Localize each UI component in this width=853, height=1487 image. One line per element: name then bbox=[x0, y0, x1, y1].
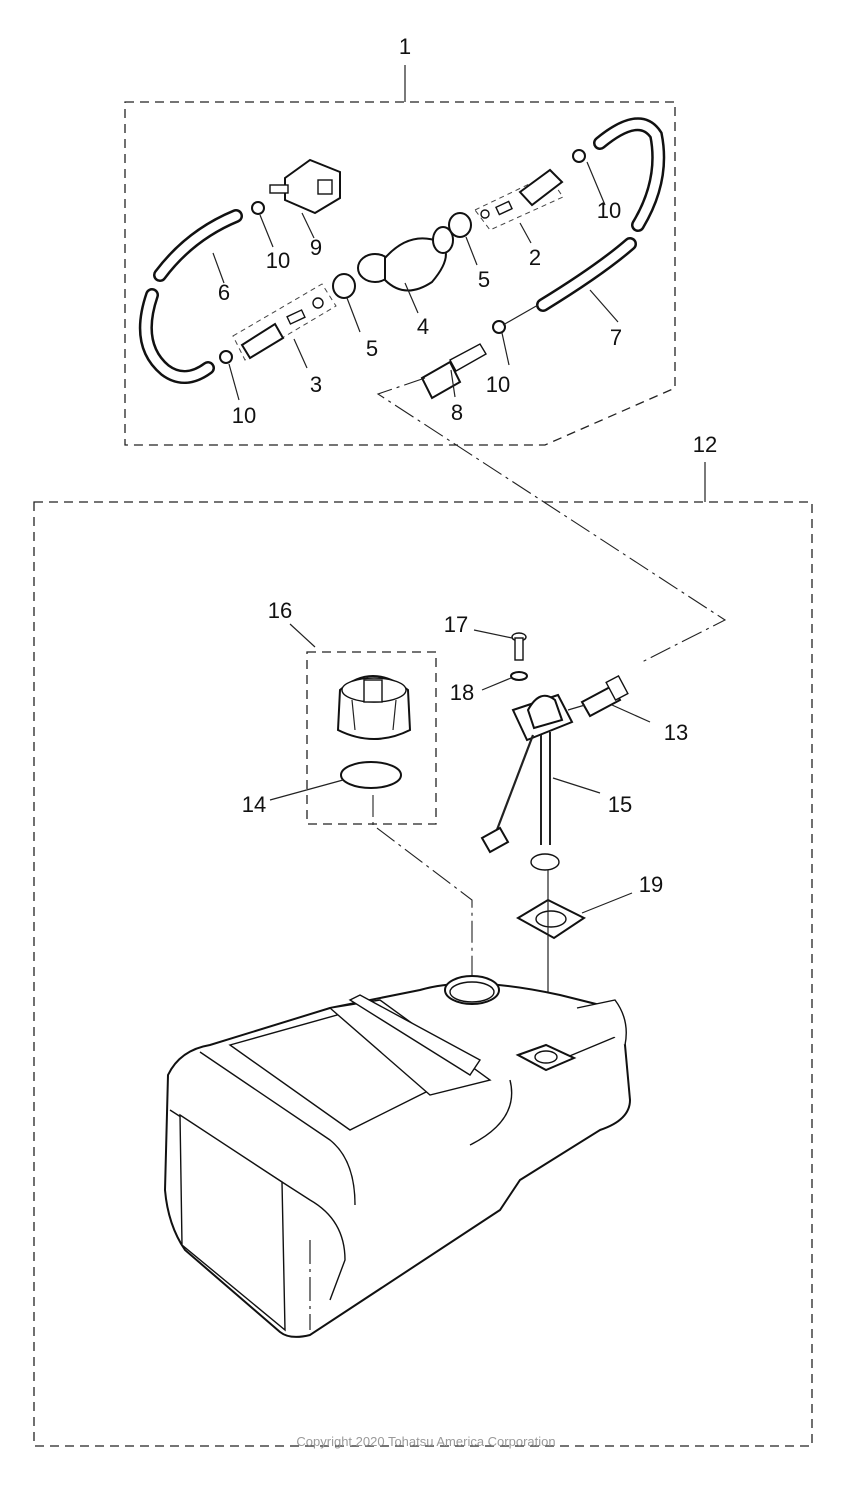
callout-5b: 5 bbox=[478, 267, 490, 292]
callout-10a: 10 bbox=[266, 248, 290, 273]
leader-17 bbox=[473, 629, 513, 639]
clamp-5b bbox=[448, 212, 472, 238]
fuel-connector-8 bbox=[420, 343, 487, 400]
connector-set-3 bbox=[232, 283, 337, 361]
callout-10b: 10 bbox=[597, 198, 621, 223]
callout-4: 4 bbox=[417, 314, 429, 339]
callout-18: 18 bbox=[450, 680, 474, 705]
leader-4 bbox=[404, 282, 419, 314]
callout-12: 12 bbox=[693, 432, 717, 457]
leader-10d bbox=[501, 332, 510, 366]
callout-5a: 5 bbox=[366, 336, 378, 361]
callout-8: 8 bbox=[451, 400, 463, 425]
gasket-19 bbox=[516, 898, 586, 940]
fuel-tank bbox=[163, 975, 632, 1338]
connector-set-2 bbox=[474, 168, 564, 231]
callout-1: 1 bbox=[399, 34, 411, 59]
callout-10c: 10 bbox=[232, 403, 256, 428]
fuel-tank-assembly-group: 12 16 14 17 18 bbox=[33, 432, 813, 1449]
leader-5b bbox=[465, 236, 478, 266]
fuel-connector-9 bbox=[269, 158, 341, 215]
leader-6 bbox=[212, 252, 225, 284]
clip-10a bbox=[251, 201, 265, 215]
callout-13: 13 bbox=[664, 720, 688, 745]
cap-alignment-line bbox=[372, 795, 473, 1000]
o-ring-14 bbox=[340, 761, 402, 789]
connection-line-8-to-13 bbox=[376, 377, 727, 664]
callout-14: 14 bbox=[242, 792, 266, 817]
callout-9: 9 bbox=[310, 235, 322, 260]
primer-bulb-4 bbox=[357, 226, 454, 292]
leader-10b bbox=[586, 161, 606, 206]
copyright-notice: Copyright 2020 Tohatsu America Corporati… bbox=[296, 1434, 555, 1449]
callout-17: 17 bbox=[444, 612, 468, 637]
fuel-line-assembly-group: 1 6 9 10 10 2 5 4 5 3 10 8 10 7 bbox=[124, 34, 676, 446]
tank-nipple-13 bbox=[580, 674, 629, 718]
callout-15: 15 bbox=[608, 792, 632, 817]
leader-10c bbox=[228, 363, 240, 401]
washer-18 bbox=[510, 671, 528, 681]
fuel-hose-6 bbox=[138, 209, 243, 384]
callout-6: 6 bbox=[218, 280, 230, 305]
callout-2: 2 bbox=[529, 245, 541, 270]
callout-3: 3 bbox=[310, 372, 322, 397]
fuel-hose-7 bbox=[536, 117, 666, 312]
leader-19 bbox=[581, 892, 633, 914]
leader-10a bbox=[259, 214, 274, 248]
cap-set-16-boundary bbox=[306, 651, 437, 825]
callout-19: 19 bbox=[639, 872, 663, 897]
leader-7 bbox=[589, 289, 619, 323]
callout-10d: 10 bbox=[486, 372, 510, 397]
tank-cap bbox=[336, 675, 412, 740]
fuel-gauge-15 bbox=[480, 693, 574, 871]
clip-10b bbox=[572, 149, 586, 163]
screw-17 bbox=[511, 632, 527, 661]
leader-2 bbox=[519, 222, 532, 244]
leader-13 bbox=[611, 704, 651, 723]
leader-15 bbox=[552, 777, 601, 794]
clip-10c bbox=[219, 350, 233, 364]
leader-16 bbox=[289, 623, 316, 648]
hose-7-connect-line bbox=[502, 304, 539, 326]
leader-14 bbox=[269, 779, 344, 801]
leader-5a bbox=[346, 297, 361, 333]
clip-10d bbox=[492, 320, 506, 334]
callout-7: 7 bbox=[610, 325, 622, 350]
leader-3 bbox=[293, 338, 308, 369]
assembly-1-boundary bbox=[124, 101, 676, 446]
assembly-12-boundary bbox=[33, 501, 813, 1447]
leader-18 bbox=[481, 677, 512, 691]
callout-16: 16 bbox=[268, 598, 292, 623]
leader-8 bbox=[450, 369, 456, 398]
leader-9 bbox=[301, 212, 315, 239]
clamp-5a bbox=[332, 273, 356, 299]
nipple-connect-line bbox=[567, 704, 586, 711]
